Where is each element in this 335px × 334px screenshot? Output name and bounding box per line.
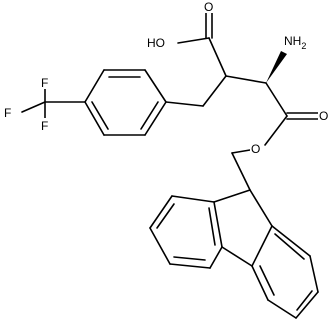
ring3-bond-2 xyxy=(251,265,269,301)
fluorene-c9-right xyxy=(249,189,273,227)
ring1-inner-3 xyxy=(140,101,159,130)
amino-nh: NH xyxy=(284,34,301,48)
carbonyl-oxygen-acid-label: O xyxy=(204,0,213,14)
ring3-inner-1 xyxy=(259,265,275,296)
fluorene-biaryl xyxy=(221,246,253,267)
hydroxyl-label: HO xyxy=(147,36,165,50)
fluorine-left-label: F xyxy=(4,106,11,120)
ring1-bond-1 xyxy=(144,69,167,103)
bond-o-ch2 xyxy=(231,149,251,154)
bond-c2-c3 xyxy=(225,75,267,84)
label-bg-ester-o xyxy=(250,142,262,156)
ring2-bond-2 xyxy=(149,195,173,229)
ring2-bond-1 xyxy=(171,195,215,203)
ester-oxygen-label: O xyxy=(251,142,260,156)
bond-ch2-aryl xyxy=(165,101,204,107)
ring3-inner-3 xyxy=(274,233,305,260)
ring2-bond-3 xyxy=(149,227,171,265)
label-bg-nh2 xyxy=(283,32,309,50)
atom-labels: HO O NH2 O O F F F xyxy=(3,0,330,156)
wedge-bond-nh2 xyxy=(266,51,287,83)
ring1-bond-3 xyxy=(84,69,105,103)
label-bg-f-bottom xyxy=(40,118,50,132)
ring3-bond-6 xyxy=(271,225,311,257)
ring2-bond-4 xyxy=(169,263,211,269)
ring2-bond-5 xyxy=(209,246,223,269)
bonds xyxy=(21,9,319,319)
label-bg-f-top xyxy=(40,75,50,89)
ring3-bond-1 xyxy=(251,225,273,267)
ring2-bond-6 xyxy=(213,201,223,248)
bond-acid-c-alpha xyxy=(208,37,227,77)
bond-c2-ch2 xyxy=(202,75,227,107)
ring3-bond-4 xyxy=(295,291,319,319)
bond-acid-c-oh xyxy=(177,37,210,44)
ring2-inner-1 xyxy=(156,203,175,229)
label-bg-o-acid xyxy=(203,0,215,13)
ring3-inner-2 xyxy=(296,290,313,311)
ring3-bond-5 xyxy=(309,255,319,293)
label-bg-f-left xyxy=(3,106,13,120)
label-bg-ho xyxy=(146,35,176,50)
amino-subscript: 2 xyxy=(301,41,306,51)
fluorine-top-label: F xyxy=(41,76,48,90)
ring2-inner-2 xyxy=(173,256,206,261)
ring2-inner-3 xyxy=(208,207,216,246)
label-bg-o-ester xyxy=(318,109,330,123)
ring1-bond-6 xyxy=(144,101,167,136)
bond-c3-ester-c xyxy=(265,82,288,117)
fluorine-bottom-label: F xyxy=(41,119,48,133)
ring1-bond-4 xyxy=(84,101,105,136)
amino-label: NH2 xyxy=(284,34,306,51)
bond-c-f-left xyxy=(21,101,46,113)
fluorene-c9-left xyxy=(213,189,251,203)
ring3-bond-3 xyxy=(267,299,297,319)
carbonyl-oxygen-ester-label: O xyxy=(319,109,328,123)
ring1-inner-2 xyxy=(91,101,109,130)
bond-ester-c-o xyxy=(264,115,288,146)
bond-ch2-c9 xyxy=(231,152,251,191)
